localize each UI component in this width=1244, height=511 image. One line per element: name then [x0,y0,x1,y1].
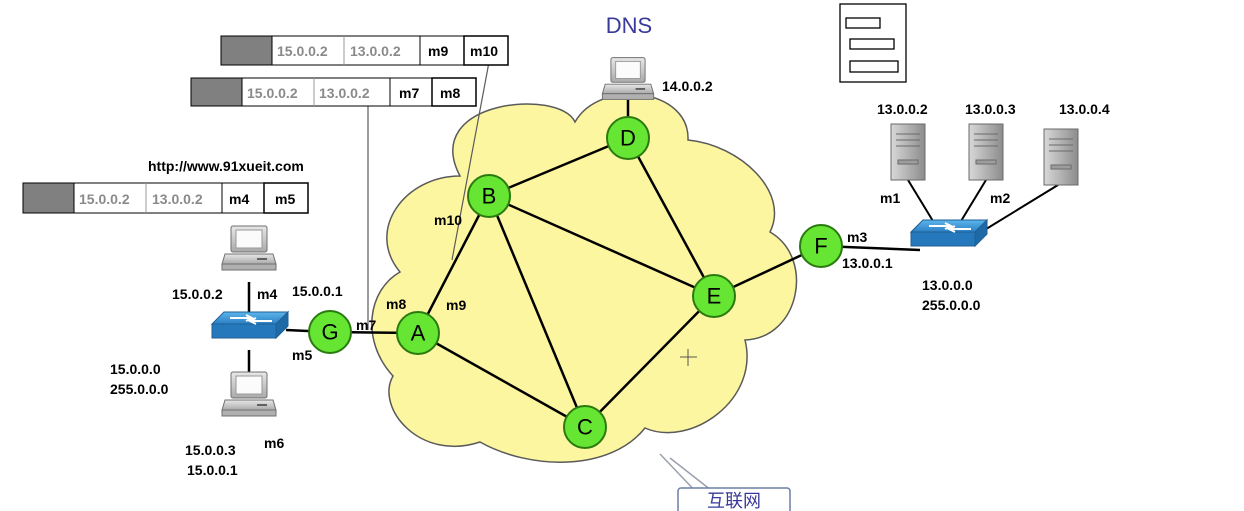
left-switch-icon[interactable] [211,311,289,339]
left-net-address: 15.0.0.0 [110,361,161,377]
link-b-c [487,195,587,428]
mac-m3: m3 [847,229,867,245]
links [247,100,1059,429]
router-f-ip: 13.0.0.1 [842,255,893,271]
router-e[interactable]: E [692,274,736,318]
url-label: http://www.91xueit.com [148,158,304,174]
router-f-label: F [814,234,827,259]
router-a[interactable]: A [396,311,440,355]
router-d-label: D [620,126,636,151]
frame-2-mac2: m8 [440,85,460,101]
dns-label: DNS [606,13,652,38]
mac-m8: m8 [386,296,406,312]
router-f[interactable]: F [799,224,843,268]
right-net-address: 13.0.0.0 [922,277,973,293]
router-c-label: C [577,415,593,440]
router-b[interactable]: B [467,174,511,218]
frame-2-src-ip: 15.0.0.2 [247,85,298,101]
server1-icon[interactable] [890,123,926,181]
frame-3: 15.0.0.2 13.0.0.2 m4 m5 [22,182,309,214]
frame-1-mac2: m10 [470,43,498,59]
cloud-label: 互联网 [707,491,761,511]
pc2-ip: 15.0.0.3 [185,442,236,458]
link-d-e [626,137,716,297]
frame-2-header [190,77,243,107]
link-a-c [417,331,586,429]
router-c[interactable]: C [563,405,607,449]
switch-port-mac: m5 [292,347,312,363]
frame-3-header [22,182,75,214]
server3-ip: 13.0.0.4 [1059,101,1110,117]
callout-lines [367,61,490,330]
link-e-c [584,295,715,428]
mac-m9: m9 [446,297,466,313]
frame-3-src-ip: 15.0.0.2 [79,191,130,207]
frame-3-mac1: m4 [229,191,249,207]
server2-ip: 13.0.0.3 [965,101,1016,117]
pc1-ip: 15.0.0.2 [172,286,223,302]
router-e-label: E [707,284,722,309]
frame-1-mac1: m9 [428,43,448,59]
link-server1-switch [907,179,937,227]
left-net-mask: 255.0.0.0 [110,381,169,397]
link-a-b [416,195,491,334]
dns-server[interactable] [601,57,655,100]
router-g-label: G [321,320,338,345]
dns-ip: 14.0.0.2 [662,78,713,94]
frame-3-dst-ip: 13.0.0.2 [152,191,203,207]
mac-m7: m7 [356,317,376,333]
server1-ip: 13.0.0.2 [877,101,928,117]
pc1-mac: m4 [257,286,277,302]
callout-frame1 [451,61,490,261]
router-g[interactable]: G [308,310,352,354]
crosshair-cursor-icon [680,349,697,366]
router-d[interactable]: D [606,116,650,160]
link-server2-switch [957,179,987,227]
mac-m10: m10 [434,212,462,228]
server2-icon[interactable] [968,123,1004,181]
link-server3-switch [977,184,1059,235]
server2-mac: m2 [990,190,1010,206]
cloud-label-box: 互联网 [677,487,791,511]
frame-3-mac2: m5 [275,191,295,207]
frame-2: 15.0.0.2 13.0.0.2 m7 m8 [190,77,477,107]
frame-2-dst-ip: 13.0.0.2 [319,85,370,101]
server1-mac: m1 [880,190,900,206]
gateway-ip: 15.0.0.1 [292,283,343,299]
pc2-mac: m6 [264,435,284,451]
pc2-gateway: 15.0.0.1 [187,462,238,478]
frame-1-src-ip: 15.0.0.2 [277,43,328,59]
link-b-d [488,136,629,198]
server3-icon[interactable] [1043,128,1079,186]
right-switch-icon[interactable] [910,219,988,247]
frame-1-dst-ip: 13.0.0.2 [350,43,401,59]
router-a-label: A [411,321,426,346]
pc1-icon[interactable] [221,225,277,271]
frame-1-header [220,35,273,66]
document-icon [839,3,907,83]
router-b-label: B [482,184,497,209]
pc2-icon[interactable] [221,371,277,417]
link-b-e [488,194,715,298]
dns-pc-icon [601,57,655,100]
right-net-mask: 255.0.0.0 [922,297,981,313]
frame-2-mac1: m7 [399,85,419,101]
frame-1: 15.0.0.2 13.0.0.2 m9 m10 [220,35,509,66]
